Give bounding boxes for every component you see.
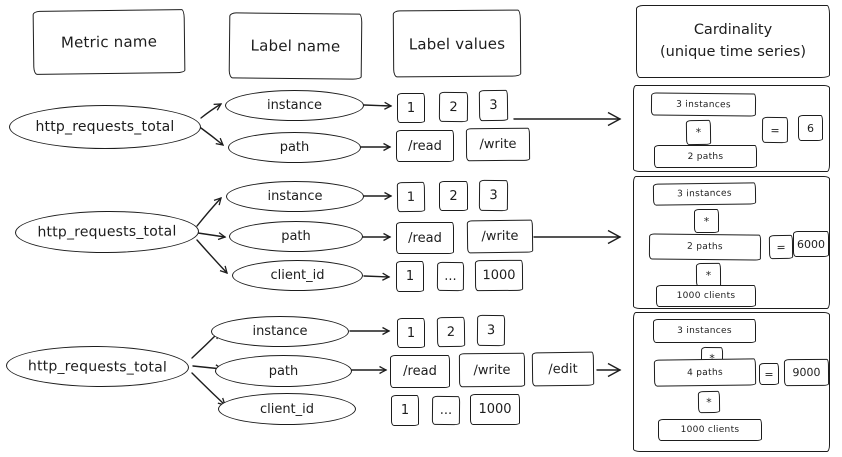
column-header-cardinality: Cardinality (unique time series) [636,5,830,78]
value-box-path: /read [390,355,450,388]
cardinality-panel: 3 instances * 4 paths = 9000 * 1000 clie… [633,312,830,452]
value-box-instance: 1 [397,93,425,123]
value-box-path: /write [458,352,526,388]
multiply-box: * [685,119,712,146]
value-box-client-id: ... [436,261,465,292]
value-box-client-id: 1000 [474,259,524,292]
value-box-instance: 2 [439,181,468,211]
label-ellipse-instance: instance [225,90,364,121]
factor-box-clients: 1000 clients [658,419,762,441]
factor-box-instances: 3 instances [653,319,756,343]
label-ellipse-path: path [215,355,352,387]
value-box-path: /write [465,127,531,162]
value-box-path: /write [466,219,534,254]
value-box-client-id: 1 [391,395,419,426]
value-box-instance: 1 [396,181,426,213]
value-box-instance: 3 [478,179,509,212]
metric-ellipse: http_requests_total [9,105,201,149]
multiply-box: * [697,390,721,414]
cardinality-panel: 3 instances * 2 paths = 6000 * 1000 clie… [633,176,830,309]
label-ellipse-instance: instance [226,181,364,212]
value-box-instance: 2 [438,91,469,123]
factor-box-paths: 4 paths [653,358,757,387]
column-header-label-name: Label name [228,12,363,80]
multiply-box: * [695,262,722,288]
factor-box-clients: 1000 clients [656,285,756,307]
factor-box-paths: 2 paths [654,145,757,168]
label-ellipse-client-id: client_id [218,393,356,425]
label-ellipse-path: path [229,221,363,252]
value-box-path: /read [396,222,454,254]
equals-box: = [761,116,789,144]
multiply-box: * [694,209,719,233]
metric-ellipse: http_requests_total [5,345,190,388]
value-box-path: /edit [531,351,595,387]
column-header-label-values: Label values [392,9,522,78]
value-box-instance: 2 [436,316,466,348]
equals-box: = [768,234,794,260]
value-box-path: /read [396,130,454,162]
total-box: 9000 [783,358,830,387]
cardinality-title-line2: (unique time series) [660,43,806,60]
cardinality-title-line1: Cardinality [693,21,773,38]
value-box-client-id: 1 [396,261,424,292]
label-ellipse-instance: instance [211,316,349,347]
factor-box-instances: 3 instances [650,92,757,117]
metric-ellipse: http_requests_total [14,210,200,254]
value-box-instance: 3 [476,314,506,347]
total-box: 6000 [793,231,829,257]
factor-box-instances: 3 instances [652,182,757,206]
value-box-client-id: 1000 [470,394,520,425]
value-box-instance: 1 [397,318,425,348]
column-header-metric-name: Metric name [32,9,186,75]
total-box: 6 [798,115,823,141]
label-ellipse-client-id: client_id [232,260,363,291]
label-ellipse-path: path [228,132,361,163]
equals-box: = [759,363,779,385]
cardinality-panel: 3 instances * = 6 2 paths [633,85,830,172]
value-box-instance: 3 [478,89,509,122]
factor-box-paths: 2 paths [648,233,762,261]
value-box-client-id: ... [431,395,461,426]
